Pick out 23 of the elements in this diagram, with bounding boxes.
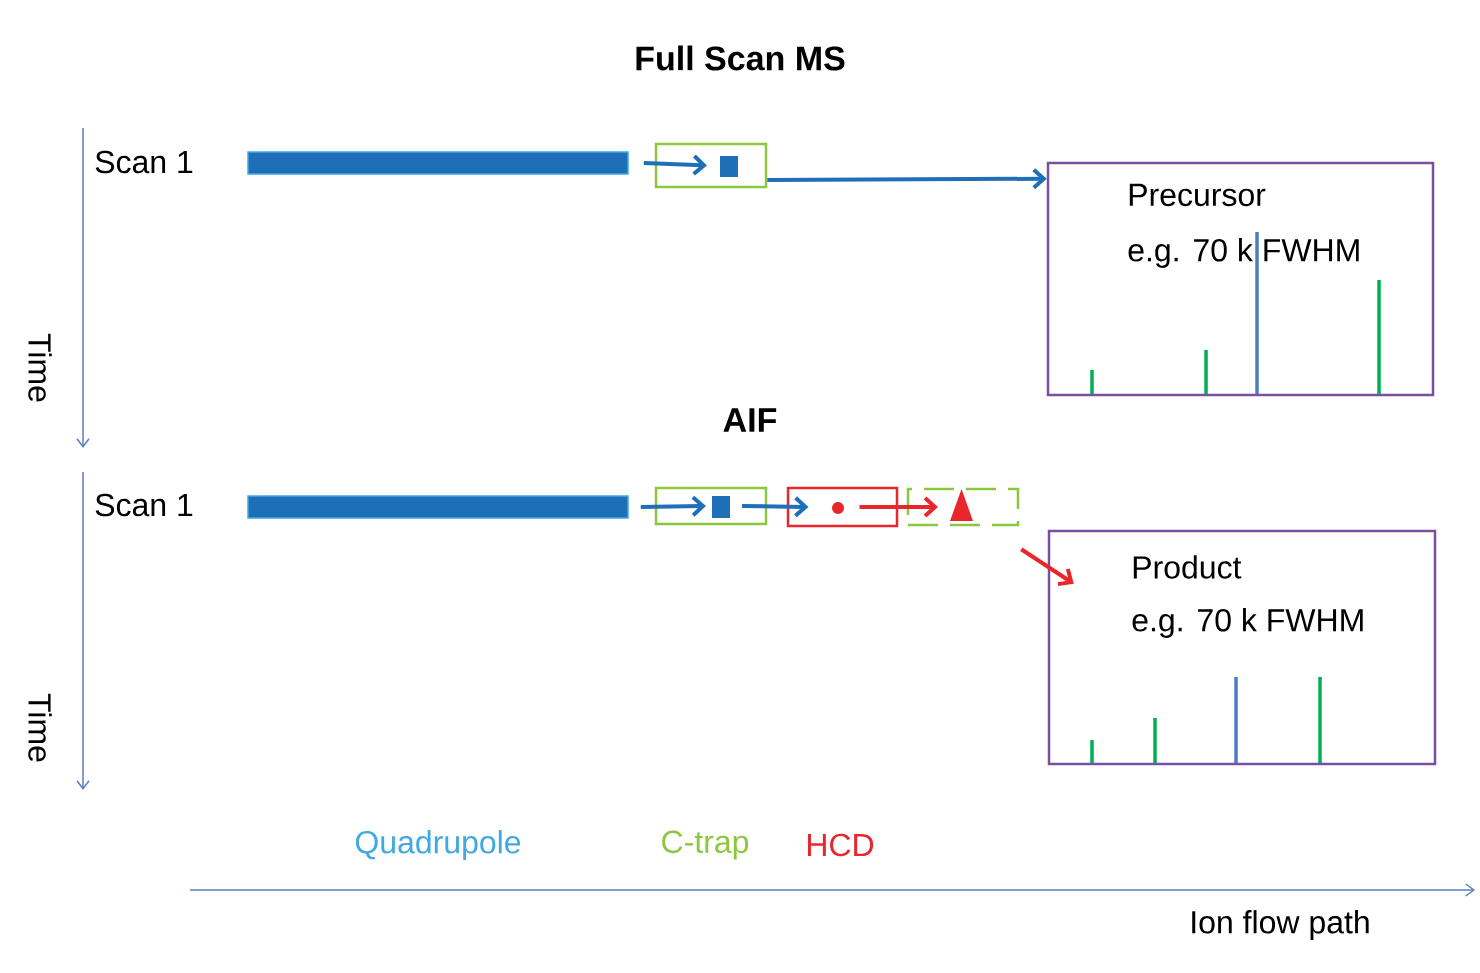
axis-label: Ion flow path bbox=[1192, 910, 1369, 940]
stage-label: HCD bbox=[807, 833, 874, 857]
arrow bbox=[1020, 547, 1074, 587]
stage-label: Quadrupole bbox=[355, 830, 521, 860]
spectrum-box: Precursor e.g. 70 k FWHM bbox=[1046, 161, 1435, 397]
trap-box bbox=[654, 486, 768, 526]
quadrupole-bar bbox=[247, 151, 629, 175]
section-heading: Full Scan MS bbox=[636, 45, 845, 71]
arrow bbox=[640, 495, 706, 517]
collision-cell-box bbox=[786, 486, 899, 528]
axis-label: Time bbox=[28, 333, 52, 402]
arrow bbox=[859, 496, 938, 518]
spectrum-box: Product e.g. 70 k FWHM bbox=[1047, 529, 1437, 766]
axis-label: Time bbox=[28, 693, 52, 762]
arrow bbox=[741, 496, 809, 518]
trap-box bbox=[906, 487, 1020, 527]
stage-label: C-trap bbox=[662, 830, 749, 860]
quadrupole-bar bbox=[247, 495, 629, 519]
arrow bbox=[767, 168, 1047, 190]
row-label: Scan 1 bbox=[95, 150, 193, 174]
section-heading: AIF bbox=[723, 408, 777, 432]
row-label: Scan 1 bbox=[95, 493, 193, 517]
trap-box bbox=[654, 142, 768, 189]
